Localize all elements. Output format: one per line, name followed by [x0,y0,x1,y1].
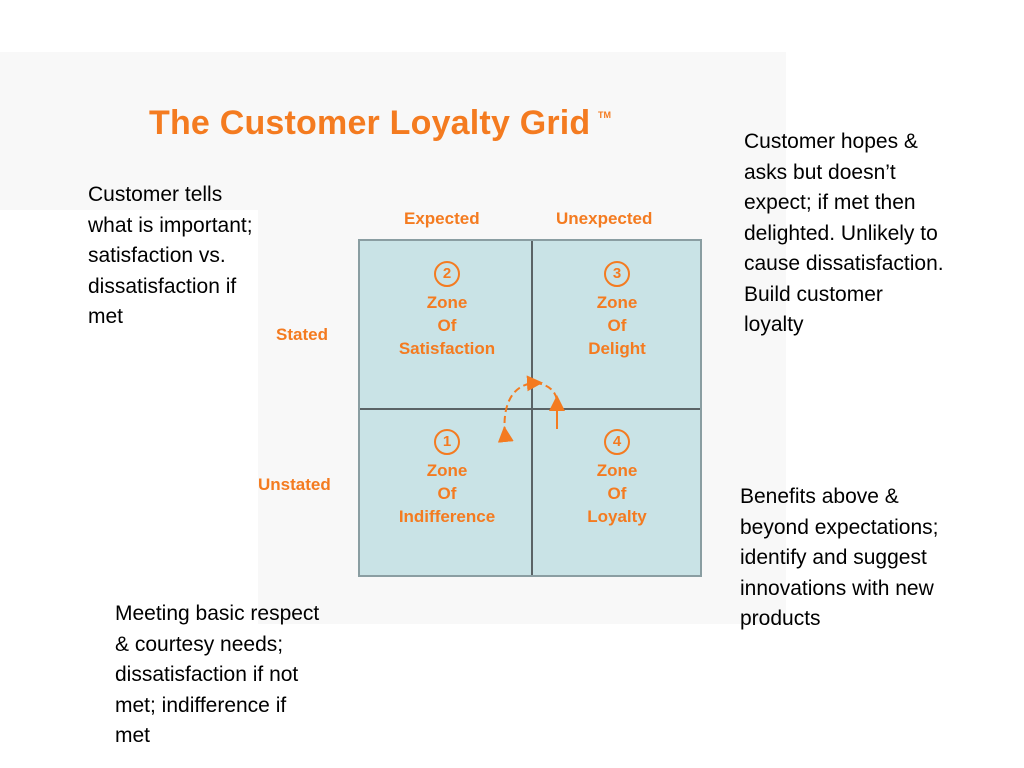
trademark-mark: TM [598,110,611,120]
zone-number-badge: 4 [604,429,630,455]
note-line: & courtesy needs; [115,632,284,656]
note-line: Meeting basic respect [115,602,320,625]
zone-line: Of [607,316,627,335]
zone-line: Of [437,316,457,335]
loyalty-grid: 2 Zone Of Satisfaction 3 Zone Of Delight… [358,239,702,577]
zone-satisfaction: 2 Zone Of Satisfaction [363,261,531,360]
zone-line: Of [607,484,627,503]
note-line: cause dissatisfaction. [744,252,944,275]
column-label-unexpected: Unexpected [556,209,653,228]
curved-arrow [534,382,558,402]
background-notch [0,210,258,624]
note-line: Build customer [744,282,883,306]
note-line: loyalty [744,313,804,336]
note-line: Customer tells [88,183,223,206]
note-line: beyond expectations; [740,515,939,539]
note-line: innovations with new [740,576,934,600]
zone-name: Loyalty [587,507,647,526]
curved-arrow [497,375,543,443]
zone-line: Zone [426,461,468,480]
diagram-title: The Customer Loyalty Grid [149,104,591,142]
note-line: Benefits above & [740,485,899,508]
zone-number-badge: 2 [434,261,460,287]
migration-arrows [497,375,565,443]
zone-name: Indifference [398,507,496,526]
zone-number-badge: 3 [604,261,630,287]
note-line: expect; if met then [744,191,916,214]
note-satisfaction: Customer tells what is important; satisf… [88,180,253,333]
zone-line: Zone [596,293,638,312]
zone-indifference: 1 Zone Of Indifference [363,429,531,528]
note-loyalty: Benefits above & beyond expectations; id… [740,482,938,635]
note-indifference: Meeting basic respect & courtesy needs; … [115,599,319,752]
zone-line: Zone [426,293,468,312]
note-line: met; indifference if [115,693,287,717]
column-label-expected: Expected [404,209,480,228]
note-line: what is important; [88,213,253,237]
row-label-unstated: Unstated [258,475,331,494]
row-label-stated: Stated [276,325,328,344]
zone-number-badge: 1 [434,429,460,455]
note-line: delighted. Unlikely to [744,221,938,245]
zone-delight: 3 Zone Of Delight [533,261,701,360]
zone-line: Zone [596,461,638,480]
note-line: identify and suggest [740,546,927,569]
zone-name: Satisfaction [398,339,496,358]
note-line: asks but doesn’t [744,160,896,184]
note-line: met [88,305,124,328]
note-line: Customer hopes & [744,130,918,153]
note-line: products [740,607,821,630]
zone-line: Of [437,484,457,503]
note-line: dissatisfaction if not [115,663,299,686]
note-line: dissatisfaction if [88,274,237,298]
note-line: met [115,724,151,747]
note-delight: Customer hopes & asks but doesn’t expect… [744,127,944,341]
zone-name: Delight [588,339,646,358]
note-line: satisfaction vs. [88,244,226,267]
zone-loyalty: 4 Zone Of Loyalty [533,429,701,528]
